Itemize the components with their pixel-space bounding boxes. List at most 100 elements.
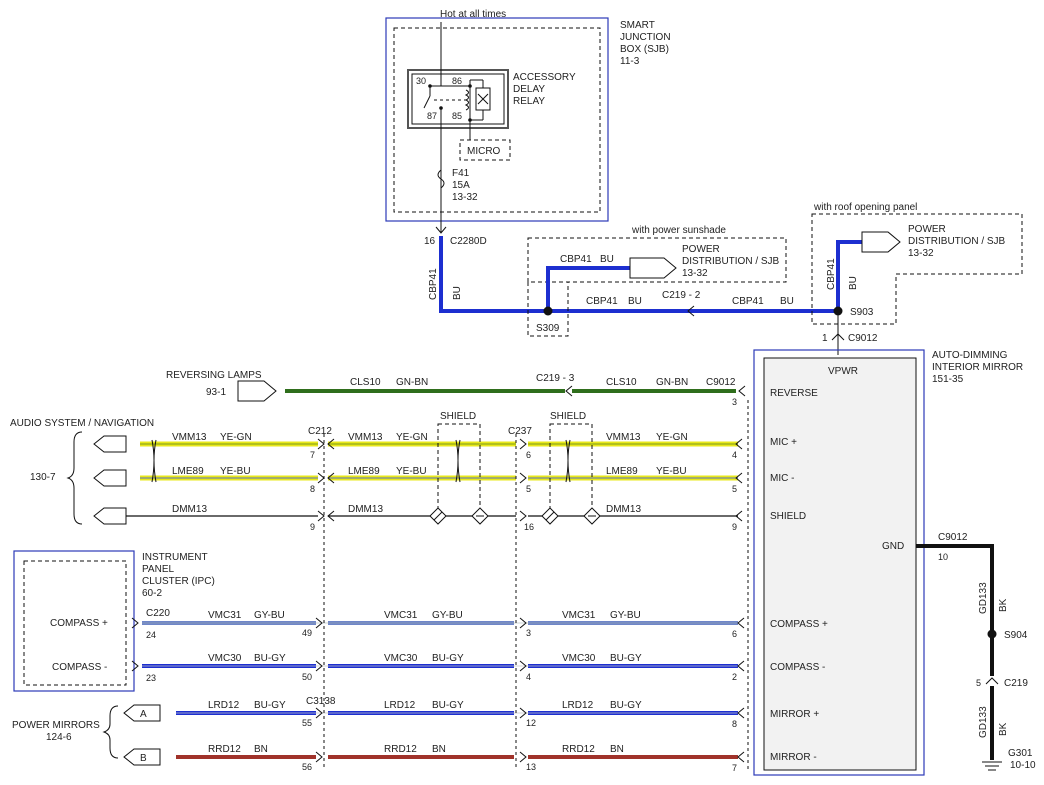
fuse-icon (437, 169, 445, 189)
relay-title-3: RELAY (513, 96, 545, 107)
c220-minus-pin: 23 (146, 673, 156, 683)
c219-gnd-label: C219 (1004, 678, 1028, 689)
mirror-compass-plus: COMPASS + (770, 619, 828, 630)
c212-vmm-pin: 7 (310, 450, 315, 460)
ye-gn-label-2: YE-GN (396, 432, 428, 443)
sjb-title-1: SMART (620, 20, 655, 31)
g301-ref: 10-10 (1010, 760, 1036, 771)
audio-dmm-connector-icon (93, 507, 127, 525)
c219-2-label: C219 - 2 (662, 290, 701, 301)
mirror-mplus-pin: 8 (732, 719, 737, 729)
ipc-frame (13, 550, 135, 692)
c9012-rev-label: C9012 (706, 377, 736, 388)
shield-box-1 (437, 423, 481, 517)
lme89-label-1: LME89 (172, 466, 204, 477)
conn-a-icon (123, 704, 161, 722)
relay-switch-arm (423, 95, 431, 109)
ye-bu-label-3: YE-BU (656, 466, 687, 477)
c220-plus-connector-icon (131, 617, 139, 629)
power-mirrors-brace (102, 705, 119, 759)
vmc31-label-3: VMC31 (562, 610, 596, 621)
c9012-top-label: C9012 (848, 333, 878, 344)
relay-title-1: ACCESSORY (513, 72, 576, 83)
c212-label: C212 (308, 426, 332, 437)
reversing-lamps-connector-icon (237, 380, 277, 402)
sunshade-wire (546, 266, 630, 311)
pd-sjb-1: POWER (682, 244, 720, 255)
audio-brace (66, 431, 83, 525)
c212-dmm-pin: 9 (310, 522, 315, 532)
mirror-mirror-plus: MIRROR + (770, 709, 819, 720)
pd-sjb-roof-2: DISTRIBUTION / SJB (908, 236, 1006, 247)
cbp41-vertical-label: CBP41 (428, 268, 439, 300)
lme89-label-3: LME89 (606, 466, 638, 477)
bn-label-1: BN (254, 744, 268, 755)
right-cbp41: CBP41 (732, 296, 764, 307)
c237-dmm-pin: 16 (524, 522, 534, 532)
ye-bu-label-1: YE-BU (220, 466, 251, 477)
micro-label: MICRO (467, 146, 501, 157)
c220-label: C220 (146, 608, 170, 619)
c237-mminus-pin: 13 (526, 762, 536, 772)
roof-bu: BU (848, 276, 859, 290)
power-mirrors-ref: 124-6 (46, 732, 72, 743)
mirror-vpwr: VPWR (828, 366, 858, 377)
c3138-plus-pin: 55 (302, 718, 312, 728)
smart-junction-box: Hot at all times SMART JUNCTION BOX (SJB… (385, 9, 671, 247)
mirror-reverse-connector-icon (738, 385, 746, 397)
ground-circuit: C9012 10 GD133 BK S904 5 C219 GD133 BK G… (916, 532, 1036, 771)
ipc-title-4: 60-2 (142, 588, 162, 599)
ye-gn-label-1: YE-GN (220, 432, 252, 443)
mirror-gnd: GND (882, 541, 904, 552)
audio-vmm-connector-icon (93, 435, 127, 453)
roof-wire (836, 240, 862, 311)
c219-2-connector-icon (687, 305, 695, 317)
pd-sjb-3: 13-32 (682, 268, 708, 279)
c212-lme-pin: 8 (310, 484, 315, 494)
roof-label: with roof opening panel (813, 202, 917, 213)
c9012-top-connector-icon (831, 333, 845, 341)
cbp41-feed-wire (439, 236, 838, 313)
bu-gy-label-5: BU-GY (432, 700, 464, 711)
gy-bu-label-3: GY-BU (610, 610, 641, 621)
mid-plus-pin: 49 (302, 628, 312, 638)
bu-gy-label-6: BU-GY (610, 700, 642, 711)
sunshade-bu: BU (600, 254, 614, 265)
sjb-title-4: 11-3 (620, 56, 640, 67)
c2280d-connector-icon (435, 226, 447, 234)
relay-pin-85: 85 (452, 111, 462, 121)
vmc31-label-2: VMC31 (384, 610, 418, 621)
sunshade-cbp41: CBP41 (560, 254, 592, 265)
lrd12-label-1: LRD12 (208, 700, 240, 711)
dmm13-label-2: DMM13 (348, 504, 383, 515)
roof-option-box (811, 213, 1023, 325)
c219-3-label: C219 - 3 (536, 373, 575, 384)
vmm13-label-2: VMM13 (348, 432, 383, 443)
c237-lme-pin: 5 (526, 484, 531, 494)
c220-minus-connector-icon (131, 660, 139, 672)
conn-b-label: B (140, 753, 147, 764)
conn-a-label: A (140, 709, 147, 720)
c237-label: C237 (508, 426, 532, 437)
pd-sjb-connector-icon (629, 257, 677, 279)
connector-chevrons (315, 438, 745, 763)
ipc-compass-plus: COMPASS + (50, 618, 108, 629)
ye-bu-label-2: YE-BU (396, 466, 427, 477)
mirror-mirror-minus: MIRROR - (770, 752, 817, 763)
mirror-vmm-pin: 4 (732, 450, 737, 460)
right-bu: BU (780, 296, 794, 307)
hot-at-all-times-label: Hot at all times (440, 9, 506, 20)
mid-cbp41: CBP41 (586, 296, 618, 307)
bn-label-3: BN (610, 744, 624, 755)
g301-label: G301 (1008, 748, 1033, 759)
sjb-title-3: BOX (SJB) (620, 44, 669, 55)
pd-sjb-roof-connector-icon (861, 231, 901, 253)
auto-dimming-mirror: AUTO-DIMMING INTERIOR MIRROR 151-35 VPWR… (753, 349, 1023, 776)
dmm13-label-1: DMM13 (172, 504, 207, 515)
audio-system-label: AUDIO SYSTEM / NAVIGATION (10, 418, 154, 429)
gd133-label-2: GD133 (978, 706, 989, 738)
sjb-frame (385, 17, 609, 222)
c9012-gnd-label: C9012 (938, 532, 968, 543)
mirror-module (763, 357, 917, 771)
